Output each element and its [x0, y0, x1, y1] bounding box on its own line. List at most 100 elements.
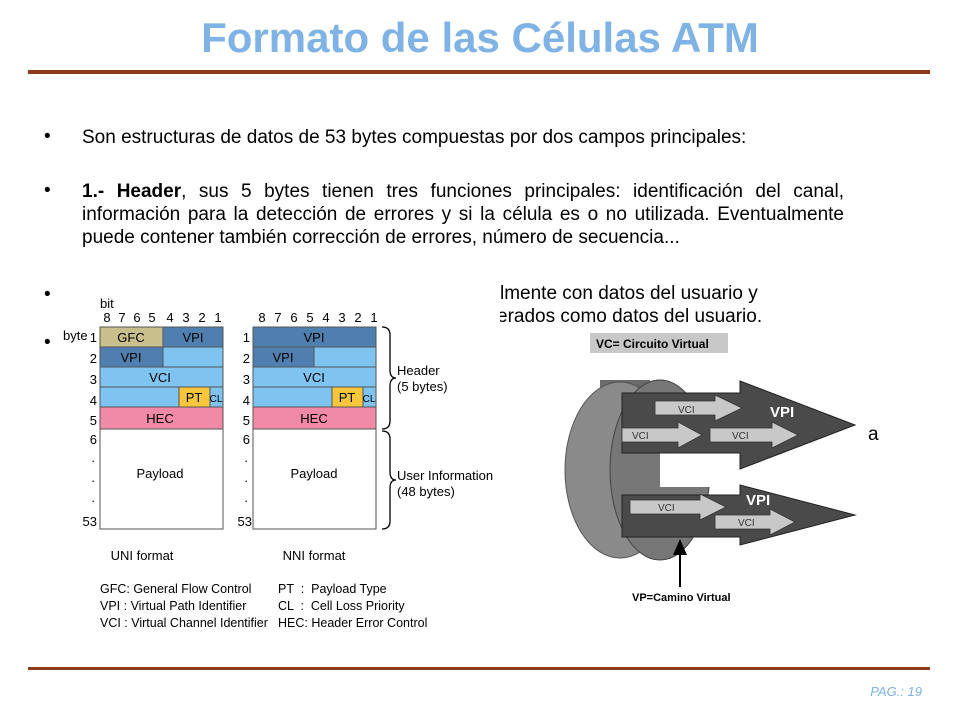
uni-payload-field — [99, 428, 224, 530]
nni-pt-label: PT — [339, 390, 356, 405]
vpi-label-upper: VPI — [770, 404, 794, 421]
uni-format-caption: UNI format — [111, 548, 174, 563]
svg-text:.: . — [244, 490, 248, 505]
footer-rule — [28, 667, 930, 670]
nni-payload-field — [252, 428, 377, 530]
userinfo-brace-label: User Information — [397, 468, 493, 483]
slide-title: Formato de las Células ATM — [201, 14, 759, 61]
nni-vci-field-4 — [252, 386, 333, 408]
svg-text:3: 3 — [182, 310, 189, 325]
uni-vci-label: VCI — [149, 370, 171, 385]
bullet-1-text: Son estructuras de datos de 53 bytes com… — [82, 127, 747, 148]
svg-text:53: 53 — [238, 514, 252, 529]
uni-payload-label: Payload — [137, 466, 184, 481]
bullet-2-rest: , sus 5 bytes tienen tres funciones prin… — [82, 181, 844, 248]
bullet-marker: • — [44, 180, 51, 201]
svg-text:7: 7 — [118, 310, 125, 325]
svg-text:5: 5 — [243, 413, 250, 428]
uni-byte-numbers: 1 2 3 4 5 6 . . . 53 — [83, 330, 97, 529]
vci-label-5: VCI — [738, 518, 755, 529]
svg-text:8: 8 — [258, 310, 265, 325]
header-brace-sublabel: (5 bytes) — [397, 379, 448, 394]
svg-text:2: 2 — [90, 351, 97, 366]
svg-text:2: 2 — [198, 310, 205, 325]
svg-text:2: 2 — [243, 351, 250, 366]
vc-arrow-5 — [714, 508, 796, 536]
svg-text:8: 8 — [103, 310, 110, 325]
vci-label-2: VCI — [632, 431, 649, 442]
virtual-circuit-diagram: VC= Circuito Virtual VPI VCI VCI VCI VPI… — [560, 325, 860, 610]
nni-cell — [252, 326, 377, 530]
bullet-2-text: 1.- Header, sus 5 bytes tienen tres func… — [82, 180, 844, 249]
bullet-2-bold: 1.- Header — [82, 181, 182, 202]
svg-text:5: 5 — [306, 310, 313, 325]
svg-text:VPI : Virtual Path Identifier: VPI : Virtual Path Identifier — [100, 599, 246, 613]
svg-text:5: 5 — [148, 310, 155, 325]
bullet-3-fragment-2: erados como datos del usuario. — [497, 306, 763, 327]
byte-label: byte — [63, 328, 88, 343]
nni-format-caption: NNI format — [283, 548, 346, 563]
uni-vci-field-4 — [99, 386, 180, 408]
svg-text:.: . — [244, 470, 248, 485]
svg-text:1: 1 — [90, 330, 97, 345]
uni-cell — [99, 326, 224, 530]
uni-bit-numbers: 8 7 6 5 4 3 2 1 — [103, 310, 221, 325]
uni-vci-field-2 — [162, 346, 224, 368]
svg-text:VCI : Virtual Channel Identifi: VCI : Virtual Channel Identifier — [100, 616, 268, 630]
svg-text:.: . — [244, 450, 248, 465]
bullet-marker: • — [44, 126, 51, 147]
legend: GFC: General Flow Control VPI : Virtual … — [100, 582, 427, 630]
nni-byte-numbers: 1 2 3 4 5 6 . . . 53 — [238, 330, 252, 529]
svg-text:5: 5 — [90, 413, 97, 428]
uni-hec-label: HEC — [146, 411, 173, 426]
nni-vci-label: VCI — [303, 370, 325, 385]
vci-label-4: VCI — [658, 503, 675, 514]
bullet-marker: • — [44, 284, 51, 305]
svg-text:3: 3 — [338, 310, 345, 325]
bullet-3-fragment-1: lmente con datos del usuario y — [500, 283, 758, 304]
svg-text:PT : Payload Type: PT : Payload Type — [278, 582, 387, 596]
vc-arrow-4 — [629, 493, 727, 521]
uni-gfc-label: GFC — [117, 330, 144, 345]
bit-label: bit — [100, 296, 114, 311]
vc-label: VC= Circuito Virtual — [596, 337, 709, 351]
svg-text:HEC: Header Error Control: HEC: Header Error Control — [278, 616, 427, 630]
nni-vpi-label-1: VPI — [304, 330, 325, 345]
vc-label-box — [590, 333, 728, 353]
vp-label: VP=Camino Virtual — [632, 592, 731, 604]
userinfo-brace — [381, 430, 397, 530]
header-brace-label: Header — [397, 363, 440, 378]
svg-text:7: 7 — [274, 310, 281, 325]
svg-text:.: . — [91, 490, 95, 505]
nni-bit-numbers: 8 7 6 5 4 3 2 1 — [258, 310, 377, 325]
userinfo-brace-sublabel: (48 bytes) — [397, 484, 455, 499]
uni-pt-label: PT — [186, 390, 203, 405]
vci-label-1: VCI — [678, 405, 695, 416]
uni-vpi-label-2: VPI — [121, 350, 142, 365]
svg-text:6: 6 — [90, 432, 97, 447]
vp-pointer-head — [673, 539, 687, 555]
svg-text:6: 6 — [133, 310, 140, 325]
header-brace — [381, 326, 397, 430]
svg-text:1: 1 — [243, 330, 250, 345]
svg-text:4: 4 — [90, 393, 97, 408]
svg-text:6: 6 — [243, 432, 250, 447]
page-number: PAG.: 19 — [870, 684, 922, 699]
nni-cl-label: CL — [363, 394, 376, 405]
uni-vpi-label-1: VPI — [183, 330, 204, 345]
svg-text:2: 2 — [354, 310, 361, 325]
bullet-marker: • — [44, 332, 51, 353]
vc-arrow-1 — [654, 394, 743, 422]
svg-text:4: 4 — [322, 310, 329, 325]
svg-text:4: 4 — [166, 310, 173, 325]
svg-text:3: 3 — [243, 372, 250, 387]
svg-text:1: 1 — [214, 310, 221, 325]
svg-text:GFC: General Flow Control: GFC: General Flow Control — [100, 582, 251, 596]
bullet-4-fragment: a — [868, 424, 879, 445]
vpi-label-lower: VPI — [746, 492, 770, 509]
uni-cl-label: CL — [210, 394, 223, 405]
title-rule — [28, 70, 930, 74]
nni-payload-label: Payload — [291, 466, 338, 481]
svg-text:1: 1 — [370, 310, 377, 325]
vci-label-3: VCI — [732, 431, 749, 442]
